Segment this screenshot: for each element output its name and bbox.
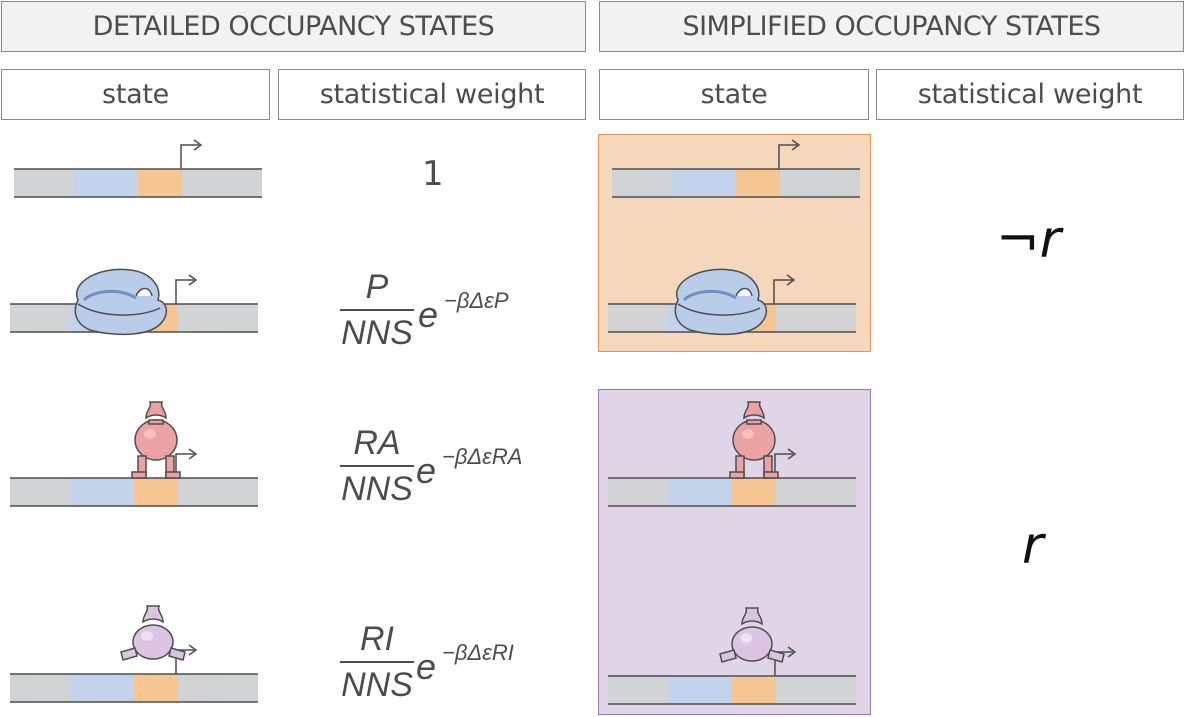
not-repressed-label: ¬r xyxy=(996,210,1061,270)
dna-empty-state xyxy=(13,139,263,198)
simplified-dna-polymerase-state xyxy=(607,267,857,336)
fraction-numerator: RI xyxy=(360,620,394,658)
simplified-state-column-header: state xyxy=(599,69,869,120)
column-label: state xyxy=(700,79,768,110)
weight-inactive-exponent: −βΔεRI xyxy=(442,640,514,665)
detailed-state-column-header: state xyxy=(1,69,270,120)
weight-empty: 1 xyxy=(422,154,444,194)
fraction-denominator: NNS xyxy=(341,313,413,352)
weight-inactive-fraction: RI NNS xyxy=(340,620,414,704)
fraction-bar xyxy=(340,309,414,311)
fraction-bar xyxy=(340,661,414,663)
simplified-weight-column-header: statistical weight xyxy=(876,69,1184,120)
fraction-denominator: NNS xyxy=(341,665,413,704)
detailed-states-title: DETAILED OCCUPANCY STATES xyxy=(92,11,495,42)
simplified-states-title: SIMPLIFIED OCCUPANCY STATES xyxy=(682,11,1101,42)
dna-active-repressor-state xyxy=(9,401,259,507)
weight-polymerase-fraction: P NNS xyxy=(340,268,414,352)
detailed-weight-column-header: statistical weight xyxy=(278,69,586,120)
simplified-states-header: SIMPLIFIED OCCUPANCY STATES xyxy=(599,1,1184,52)
fraction-numerator: RA xyxy=(353,424,401,462)
repressed-label: r xyxy=(1022,516,1044,576)
weight-active-exponent: −βΔεRA xyxy=(442,444,523,469)
column-label: statistical weight xyxy=(319,79,545,110)
fraction-denominator: NNS xyxy=(341,469,413,508)
simplified-dna-inactive-repressor-state xyxy=(607,607,857,705)
simplified-dna-empty-state xyxy=(611,139,861,198)
weight-polymerase-exponent: −βΔεP xyxy=(444,288,509,313)
simplified-dna-active-repressor-state xyxy=(607,401,857,507)
column-label: state xyxy=(102,79,169,110)
column-label: statistical weight xyxy=(917,79,1143,110)
detailed-states-header: DETAILED OCCUPANCY STATES xyxy=(1,1,586,52)
weight-active-fraction: RA NNS xyxy=(340,424,414,508)
dna-polymerase-state xyxy=(9,267,259,336)
exponential-base: e xyxy=(416,450,437,491)
fraction-bar xyxy=(340,465,414,467)
exponential-base: e xyxy=(418,294,439,335)
fraction-numerator: P xyxy=(365,268,389,306)
dna-inactive-repressor-state xyxy=(9,605,259,703)
exponential-base: e xyxy=(416,646,437,687)
